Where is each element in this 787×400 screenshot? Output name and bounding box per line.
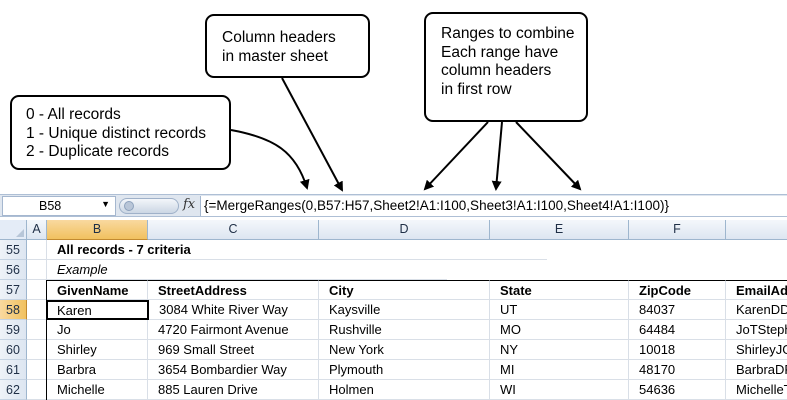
name-box-value: B58: [39, 199, 62, 213]
cell[interactable]: [27, 360, 47, 380]
table-header-row: 57 GivenName StreetAddress City State Zi…: [0, 280, 787, 300]
column-header-b[interactable]: B: [47, 220, 148, 240]
cell[interactable]: [27, 300, 47, 320]
callout-line: 0 - All records: [26, 106, 121, 123]
cell[interactable]: Jo: [47, 320, 148, 340]
cell[interactable]: Rushville: [319, 320, 490, 340]
cell[interactable]: MO: [490, 320, 629, 340]
cell[interactable]: 48170: [629, 360, 726, 380]
row-header[interactable]: 60: [0, 340, 27, 360]
cell[interactable]: 64484: [629, 320, 726, 340]
chevron-down-icon[interactable]: ▼: [101, 199, 110, 209]
column-header-a[interactable]: A: [27, 220, 47, 240]
column-header-c[interactable]: C: [148, 220, 319, 240]
callout-ranges: Ranges to combine Each range have column…: [424, 12, 588, 122]
cell[interactable]: [27, 320, 47, 340]
callout-column-headers: Column headers in master sheet: [205, 14, 370, 78]
cell[interactable]: WI: [490, 380, 629, 400]
cell[interactable]: All records - 7 criteria: [47, 240, 547, 260]
cell[interactable]: [27, 280, 47, 300]
table-header-cell[interactable]: StreetAddress: [148, 280, 319, 300]
cell[interactable]: 3084 White River Way: [149, 300, 319, 320]
callout-line: 1 - Unique distinct records: [26, 124, 207, 142]
row-header[interactable]: 59: [0, 320, 27, 340]
callout-line: Ranges to combine: [441, 25, 575, 42]
cell[interactable]: JoTStephe: [726, 320, 787, 340]
cell[interactable]: [27, 260, 47, 280]
cell[interactable]: 54636: [629, 380, 726, 400]
column-header-d[interactable]: D: [319, 220, 490, 240]
cell[interactable]: UT: [490, 300, 629, 320]
arrow-range-sheet4: [515, 121, 582, 191]
callout-line: Column headers: [222, 29, 336, 46]
row-header[interactable]: 55: [0, 240, 27, 260]
column-header-e[interactable]: E: [490, 220, 629, 240]
cell[interactable]: 4720 Fairmont Avenue: [148, 320, 319, 340]
cell[interactable]: MI: [490, 360, 629, 380]
name-box[interactable]: B58 ▼: [2, 196, 116, 216]
cell[interactable]: Kaysville: [319, 300, 490, 320]
callout-line: in master sheet: [222, 47, 328, 65]
table-left-border: [46, 280, 47, 400]
cell[interactable]: Barbra: [47, 360, 148, 380]
table-header-cell[interactable]: EmailAddress: [726, 280, 787, 300]
cell[interactable]: Plymouth: [319, 360, 490, 380]
callout-line: Each range have: [441, 43, 559, 61]
column-header-row: A B C D E F G: [0, 220, 787, 240]
cell[interactable]: Example: [47, 260, 447, 280]
sheet-row: 55 All records - 7 criteria: [0, 240, 787, 260]
select-all-corner[interactable]: [0, 220, 27, 240]
row-header[interactable]: 56: [0, 260, 27, 280]
active-cell[interactable]: Karen: [46, 300, 149, 320]
callout-line: in first row: [441, 80, 512, 98]
cell[interactable]: 885 Lauren Drive: [148, 380, 319, 400]
cell[interactable]: 10018: [629, 340, 726, 360]
cell[interactable]: KarenDDa: [726, 300, 787, 320]
cell[interactable]: MichelleT: [726, 380, 787, 400]
arrow-range-sheet3: [491, 121, 503, 191]
handle-dot: [124, 201, 134, 211]
row-header[interactable]: 58: [0, 300, 27, 320]
callout-line: 2 - Duplicate records: [26, 143, 170, 160]
arrow-options: [230, 129, 310, 190]
formula-bar: B58 ▼ fx {=MergeRanges(0,B57:H57,Sheet2!…: [0, 194, 787, 217]
sheet-row: 56 Example: [0, 260, 787, 280]
insert-function-icon[interactable]: fx: [183, 197, 196, 212]
cell[interactable]: Shirley: [47, 340, 148, 360]
table-row: 61 Barbra 3654 Bombardier Way Plymouth M…: [0, 360, 787, 380]
formula-input[interactable]: {=MergeRanges(0,B57:H57,Sheet2!A1:I100,S…: [200, 196, 787, 216]
cell[interactable]: NY: [490, 340, 629, 360]
cell[interactable]: 969 Small Street: [148, 340, 319, 360]
table-header-cell[interactable]: ZipCode: [629, 280, 726, 300]
callout-line: column headers: [441, 62, 552, 79]
cell[interactable]: [27, 240, 47, 260]
row-header[interactable]: 62: [0, 380, 27, 400]
callout-options: 0 - All records 1 - Unique distinct reco…: [10, 95, 231, 170]
cell[interactable]: 84037: [629, 300, 726, 320]
table-row: 62 Michelle 885 Lauren Drive Holmen WI 5…: [0, 380, 787, 400]
row-header[interactable]: 61: [0, 360, 27, 380]
arrow-column-headers: [281, 77, 343, 192]
table-row: 58 Karen 3084 White River Way Kaysville …: [0, 300, 787, 320]
cell[interactable]: BarbraDR: [726, 360, 787, 380]
column-header-g[interactable]: G: [726, 220, 787, 240]
cell[interactable]: ShirleyJG: [726, 340, 787, 360]
cell[interactable]: 3654 Bombardier Way: [148, 360, 319, 380]
table-header-cell[interactable]: GivenName: [47, 280, 148, 300]
column-header-f[interactable]: F: [629, 220, 726, 240]
row-header[interactable]: 57: [0, 280, 27, 300]
arrow-range-sheet2: [423, 121, 489, 191]
table-row: 59 Jo 4720 Fairmont Avenue Rushville MO …: [0, 320, 787, 340]
cell[interactable]: New York: [319, 340, 490, 360]
table-header-cell[interactable]: City: [319, 280, 490, 300]
cell[interactable]: Holmen: [319, 380, 490, 400]
cell[interactable]: Michelle: [47, 380, 148, 400]
table-header-cell[interactable]: State: [490, 280, 629, 300]
table-row: 60 Shirley 969 Small Street New York NY …: [0, 340, 787, 360]
cell[interactable]: [27, 380, 47, 400]
cell[interactable]: [27, 340, 47, 360]
formula-bar-resize-handle[interactable]: [119, 198, 179, 214]
